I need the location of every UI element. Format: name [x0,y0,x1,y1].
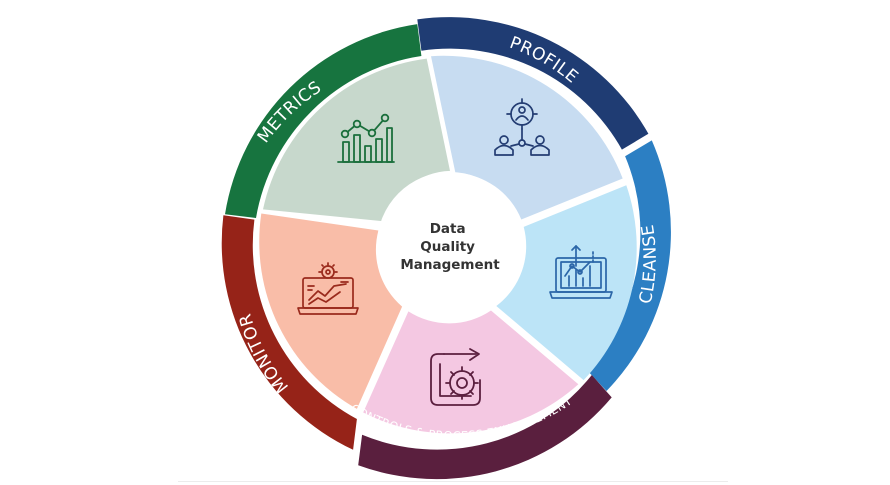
inner-segment-cleanse [496,185,637,381]
ring-segment-monitor [221,215,357,450]
inner-segment-controls [363,310,579,434]
center-circle [377,172,523,318]
ring-segment-metrics [225,24,422,218]
bar-chart-icon [337,113,395,163]
ring-segment-cleanse [585,140,671,391]
center-title-line-1: Data [430,221,466,237]
inner-segment-profile [431,55,623,220]
inner-segment-monitor [259,213,403,409]
inner-segment-metrics [263,58,450,222]
ring-segment-profile [417,17,649,150]
people-network-icon [494,98,550,156]
center-title-line-3: Management [400,257,500,273]
laptop-analytics-icon [549,245,613,299]
ring-segment-controls [358,375,612,480]
base-divider-line [178,481,728,482]
process-gear-icon [430,348,481,406]
monitor-dashboard-icon [297,262,359,315]
center-title-line-2: Quality [420,239,475,255]
svg-text:Data Quality Managemen: Data Quality Management [400,221,500,273]
